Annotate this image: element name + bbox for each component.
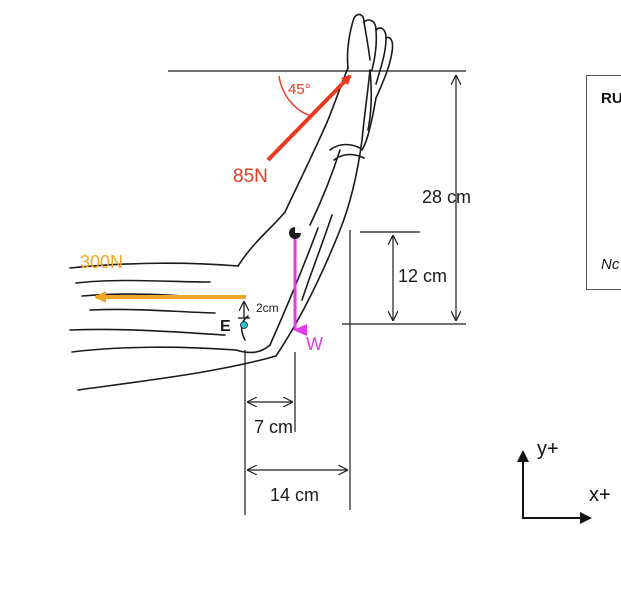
- weight-force-label: W: [306, 334, 323, 354]
- x-axis-label: x+: [589, 484, 611, 506]
- elbow-joint-marker: [240, 321, 248, 329]
- short-horizontal-label: 7 cm: [254, 417, 293, 437]
- angle-label: 45°: [288, 81, 311, 98]
- arm-sketch: [69, 13, 394, 391]
- angle-arc: [278, 75, 313, 117]
- offset-label: 2cm: [256, 301, 279, 315]
- horizontal-force-label: 300N: [80, 252, 123, 272]
- side-panel: RU Nc: [586, 75, 621, 290]
- applied-force-label: 85N: [233, 166, 268, 187]
- side-panel-note: Nc: [601, 256, 620, 273]
- side-panel-title: RU: [601, 90, 621, 107]
- applied-force-arrow: [266, 74, 352, 162]
- coordinate-axes: y+ x+: [517, 438, 611, 524]
- dimension-arrows: [248, 76, 456, 470]
- total-height-label: 28 cm: [422, 187, 471, 207]
- joint-label: E: [220, 318, 231, 335]
- reference-lines: [168, 70, 466, 515]
- long-horizontal-label: 14 cm: [270, 485, 319, 505]
- weight-height-label: 12 cm: [398, 266, 447, 286]
- y-axis-label: y+: [537, 438, 559, 460]
- center-of-mass-quadrant: [295, 227, 301, 233]
